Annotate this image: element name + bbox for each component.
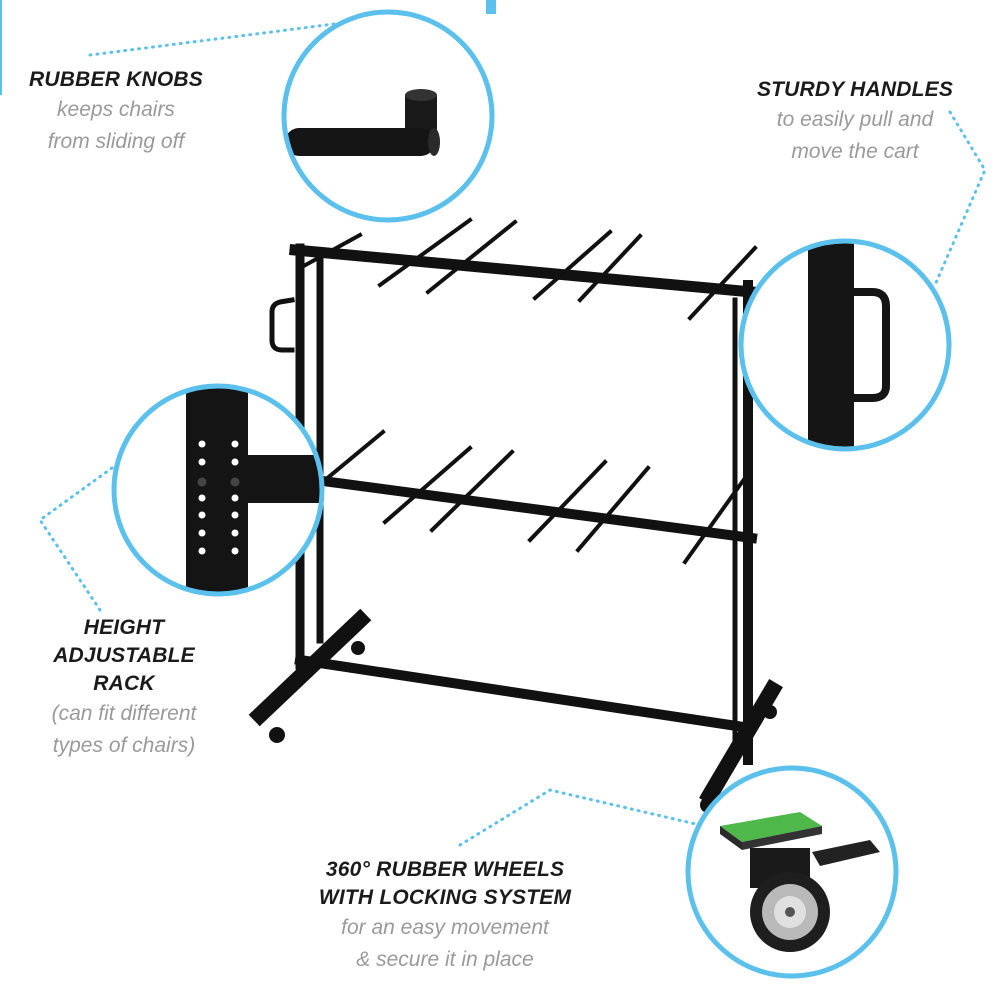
rubber-knobs-title: RUBBER KNOBS — [29, 68, 203, 91]
top-accent-bar — [486, 0, 496, 14]
wheels-title-line1: 360° RUBBER WHEELS — [325, 858, 565, 881]
sturdy-handles-feature: STURDY HANDLES to easily pull and move t… — [745, 76, 965, 168]
wheels-desc-line1: for an easy movement — [341, 916, 549, 939]
height-adjustable-feature: HEIGHT ADJUSTABLE RACK (can fit differen… — [20, 614, 228, 762]
rubber-knobs-desc-line1: keeps chairs — [57, 98, 175, 121]
leader-handles — [933, 110, 987, 287]
sturdy-handles-desc-line1: to easily pull and — [776, 108, 934, 131]
leader-lines — [37, 20, 987, 847]
wheel-callout — [685, 765, 899, 979]
holes-callout — [111, 383, 325, 597]
leader-knobs — [88, 20, 352, 57]
wheels-desc-line2: & secure it in place — [356, 948, 534, 971]
rubber-knobs-desc-line2: from sliding off — [47, 130, 185, 153]
sturdy-handles-title: STURDY HANDLES — [756, 78, 954, 101]
height-adjustable-title-line1: HEIGHT — [83, 616, 165, 639]
rubber-knobs-feature: RUBBER KNOBS keeps chairs from sliding o… — [0, 66, 232, 158]
knob-callout — [281, 9, 495, 223]
height-adjustable-title-line2: ADJUSTABLE RACK — [53, 644, 195, 695]
wheels-feature: 360° RUBBER WHEELS WITH LOCKING SYSTEM f… — [300, 856, 590, 976]
height-adjustable-desc-line1: (can fit different — [51, 702, 197, 725]
leader-wheels — [458, 788, 702, 847]
sturdy-handles-desc-line2: move the cart — [791, 140, 919, 163]
cart-frame — [248, 217, 783, 806]
height-adjustable-desc-line2: types of chairs) — [52, 734, 196, 757]
handle-callout — [738, 238, 952, 452]
wheels-title-line2: WITH LOCKING SYSTEM — [318, 886, 572, 909]
leader-height — [37, 466, 114, 612]
